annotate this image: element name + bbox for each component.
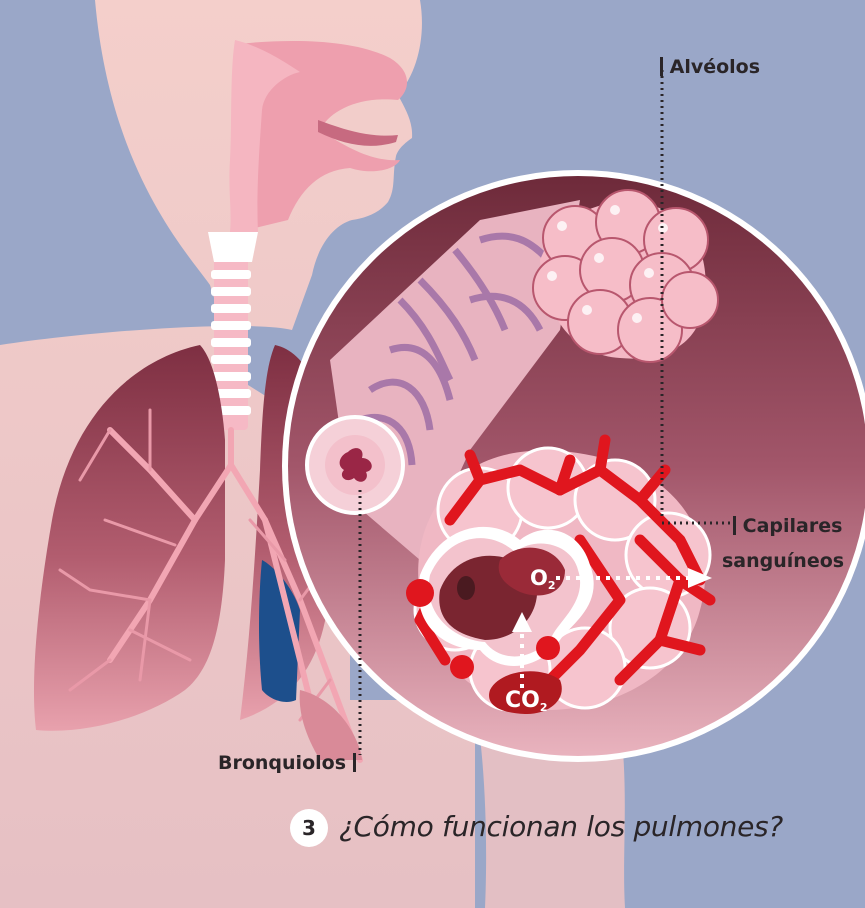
label-bar — [660, 57, 663, 76]
label-sanguineos-text: sanguíneos — [722, 550, 844, 572]
label-bar — [733, 516, 736, 535]
carbon-dioxide-subscript: 2 — [540, 701, 548, 714]
label-alveolos: Alvéolos — [660, 56, 760, 78]
label-alveolos-text: Alvéolos — [670, 56, 760, 78]
caption-question: ¿Cómo funcionan los pulmones? — [339, 810, 783, 843]
label-capilares-text: Capilares — [743, 515, 843, 537]
oxygen-label: O2 — [530, 566, 556, 592]
label-capilares: Capilares — [733, 515, 842, 537]
oxygen-symbol: O — [530, 566, 548, 590]
oxygen-subscript: 2 — [548, 579, 556, 592]
section-number-badge: 3 — [290, 809, 328, 847]
carbon-dioxide-label: CO2 — [505, 688, 548, 714]
magnified-view — [282, 170, 865, 762]
label-bar — [353, 753, 356, 772]
label-bronquiolos: Bronquiolos — [218, 752, 356, 774]
carbon-dioxide-symbol: CO — [505, 688, 540, 713]
label-sanguineos: sanguíneos — [722, 550, 844, 572]
label-bronquiolos-text: Bronquiolos — [218, 752, 346, 774]
